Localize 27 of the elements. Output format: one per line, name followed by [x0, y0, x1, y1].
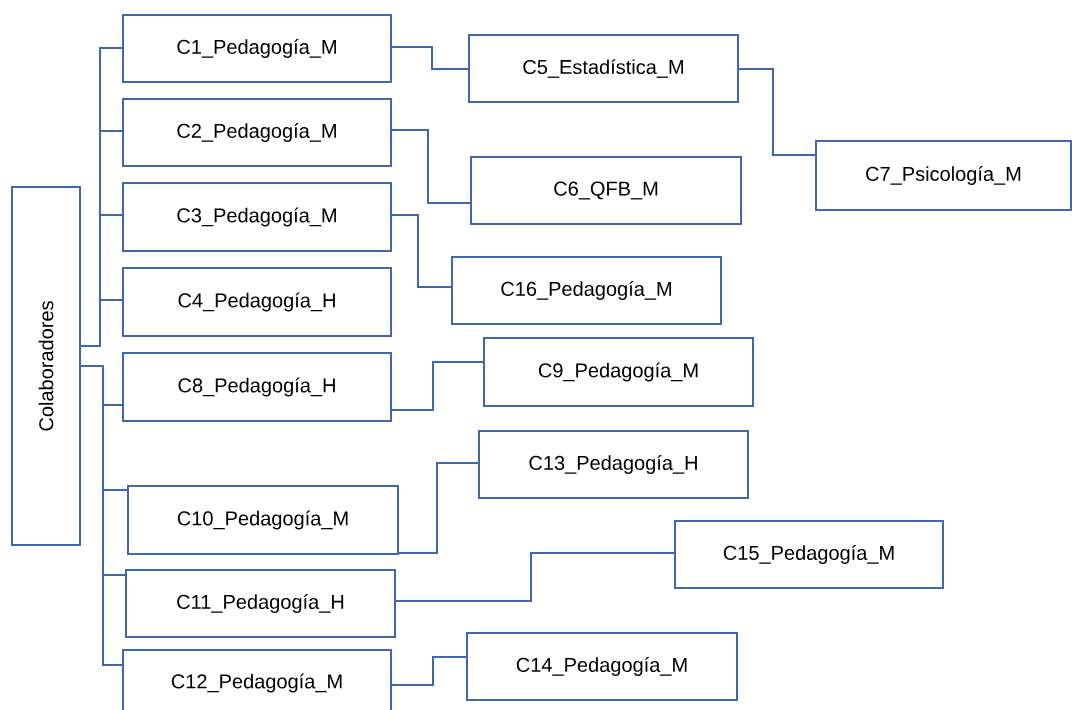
label-box: Colaboradores	[11, 186, 81, 546]
name-box: C6_QFB_M	[470, 156, 742, 225]
connector	[391, 361, 484, 411]
name-box: C14_Pedagogía_M	[466, 632, 738, 701]
name-box: C7_Psicología_M	[815, 140, 1072, 211]
name-box: C15_Pedagogía_M	[674, 520, 944, 589]
name-box: C8_Pedagogía_H	[122, 352, 392, 422]
name-box: C13_Pedagogía_H	[478, 430, 749, 499]
connector	[80, 299, 123, 347]
name-box: C16_Pedagogía_M	[451, 256, 722, 325]
connector	[738, 68, 816, 156]
name-box: C5_Estadística_M	[468, 34, 739, 103]
connector	[80, 365, 123, 666]
name-box: C4_Pedagogía_H	[122, 267, 392, 337]
name-box: C1_Pedagogía_M	[122, 14, 392, 83]
connector	[395, 552, 675, 602]
connector	[391, 656, 467, 686]
name-box: C2_Pedagogía_M	[122, 98, 392, 167]
connector	[391, 46, 469, 70]
connector	[398, 462, 479, 554]
name-box: C9_Pedagogía_M	[483, 337, 754, 407]
name-box: C3_Pedagogía_M	[122, 182, 392, 252]
connector	[391, 129, 471, 204]
name-box: C11_Pedagogía_H	[125, 569, 396, 638]
name-box: C12_Pedagogía_M	[122, 649, 392, 710]
connector	[391, 214, 452, 288]
name-box: C10_Pedagogía_M	[127, 485, 399, 555]
